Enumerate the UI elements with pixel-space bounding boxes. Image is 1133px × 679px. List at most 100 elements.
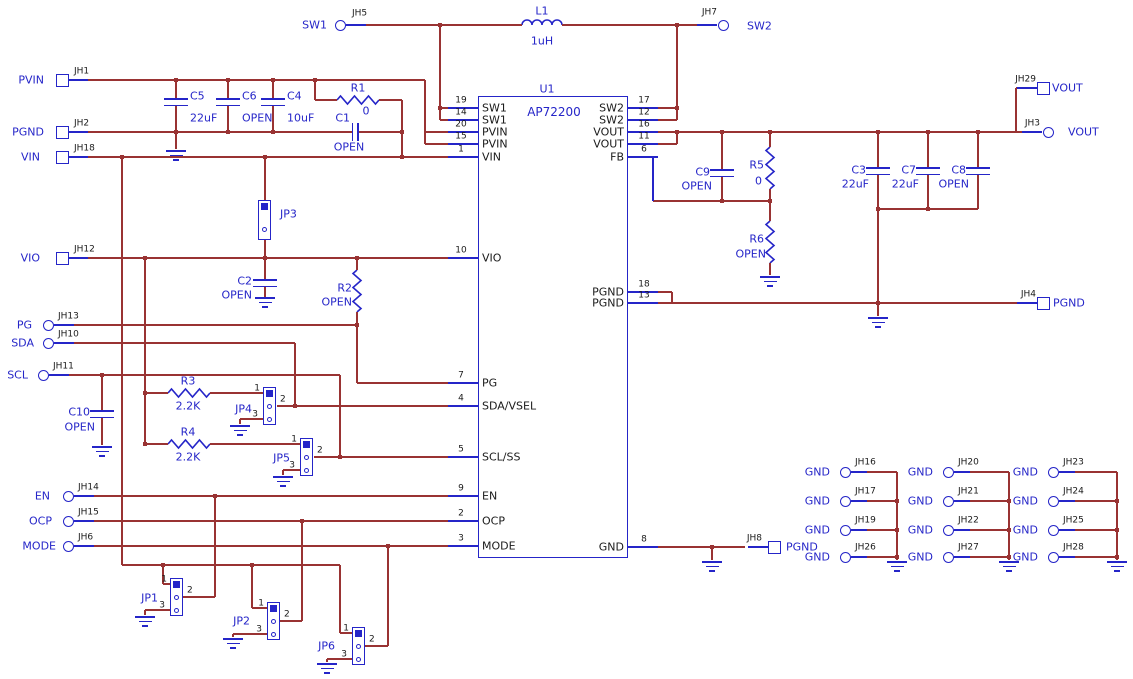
ground-icon <box>890 565 904 568</box>
inductor-L1[interactable] <box>521 19 563 26</box>
jumper-pin <box>174 594 179 600</box>
header-JH15[interactable] <box>62 515 74 527</box>
capacitor-C2[interactable] <box>253 285 277 288</box>
junction-dot <box>675 130 679 134</box>
wire <box>339 375 341 457</box>
header-JH3[interactable] <box>1042 126 1054 138</box>
wire <box>366 24 522 26</box>
ground-icon <box>255 297 275 299</box>
jumper-pin1 <box>173 581 180 588</box>
wire <box>145 392 168 394</box>
header-JH13[interactable] <box>42 319 54 331</box>
capacitor-C10[interactable] <box>90 416 114 419</box>
wire <box>101 417 103 445</box>
capacitor-C5[interactable] <box>164 104 188 107</box>
header-JH5[interactable] <box>334 19 346 31</box>
capacitor-C7[interactable] <box>916 173 940 176</box>
header-JH6[interactable] <box>62 540 74 552</box>
wire <box>175 105 177 132</box>
wire <box>1075 500 1117 502</box>
pin-number: 3 <box>458 533 464 544</box>
header-lead <box>851 471 869 473</box>
junction-dot <box>1115 555 1119 559</box>
wire <box>264 286 266 297</box>
header-JH17[interactable] <box>839 495 851 507</box>
capacitor-C1[interactable] <box>351 123 354 141</box>
jumper-pin <box>356 643 361 649</box>
capacitor-C8[interactable] <box>966 167 990 169</box>
header-JH10[interactable] <box>42 337 54 349</box>
header-JH16[interactable] <box>839 466 851 478</box>
header-JH27[interactable] <box>942 551 954 563</box>
header-JH11[interactable] <box>37 369 49 381</box>
capacitor-C4[interactable] <box>261 98 285 100</box>
header-JH14[interactable] <box>62 490 74 502</box>
pin-number: 13 <box>638 290 650 301</box>
capacitor-C8[interactable] <box>966 173 990 176</box>
capacitor-C5[interactable] <box>164 98 188 100</box>
net-label-JH29: VOUT <box>1052 81 1083 95</box>
resistor-R2[interactable] <box>351 269 363 313</box>
capacitor-C10[interactable] <box>90 410 114 412</box>
ground-icon <box>324 672 330 674</box>
header-JH26[interactable] <box>839 551 851 563</box>
header-JH29[interactable] <box>1036 81 1050 95</box>
wire <box>356 325 358 383</box>
pin-stub <box>448 456 478 458</box>
header-lead <box>68 79 88 81</box>
header-JH1[interactable] <box>55 73 69 87</box>
jumper-pin <box>304 467 309 473</box>
resistor-R3[interactable] <box>167 387 211 399</box>
pin-number: 11 <box>638 131 650 142</box>
header-id-JH7: JH7 <box>701 7 717 18</box>
pin-number: 6 <box>641 144 647 155</box>
jumper-pin-num: 1 <box>343 623 349 634</box>
capacitor-C9[interactable] <box>710 175 734 178</box>
junction-dot <box>271 130 275 134</box>
capacitor-C3[interactable] <box>866 173 890 176</box>
header-JH24[interactable] <box>1047 495 1059 507</box>
capacitor-C2[interactable] <box>253 279 277 281</box>
jumper-JP3[interactable] <box>258 200 271 240</box>
junction-dot <box>263 155 267 159</box>
wire <box>92 520 450 522</box>
header-JH7[interactable] <box>717 19 729 31</box>
header-JH18[interactable] <box>55 150 69 164</box>
header-JH23[interactable] <box>1047 466 1059 478</box>
resistor-R5[interactable] <box>764 146 776 190</box>
pin-number: 10 <box>455 245 467 256</box>
cap-ref: C8 <box>951 163 966 177</box>
wire <box>356 312 358 325</box>
header-JH2[interactable] <box>55 125 69 139</box>
resistor-R4[interactable] <box>167 438 211 450</box>
capacitor-C6[interactable] <box>216 98 240 100</box>
header-JH25[interactable] <box>1047 524 1059 536</box>
net-label-JH15: OCP <box>29 514 52 528</box>
header-JH22[interactable] <box>942 524 954 536</box>
header-id-JH18: JH18 <box>74 143 95 154</box>
capacitor-C6[interactable] <box>216 104 240 107</box>
header-JH19[interactable] <box>839 524 851 536</box>
capacitor-C7[interactable] <box>916 167 940 169</box>
wire <box>676 25 678 120</box>
ground-icon <box>1002 565 1016 568</box>
resistor-R6[interactable] <box>764 220 776 264</box>
capacitor-C1[interactable] <box>357 123 359 141</box>
header-JH28[interactable] <box>1047 551 1059 563</box>
cap-value: 22uF <box>891 177 919 191</box>
header-JH4[interactable] <box>1036 296 1050 310</box>
header-JH20[interactable] <box>942 466 954 478</box>
wire <box>977 175 979 209</box>
inductor-ref: L1 <box>535 4 549 18</box>
capacitor-C4[interactable] <box>261 104 285 107</box>
header-JH12[interactable] <box>55 251 69 265</box>
capacitor-C3[interactable] <box>866 167 890 169</box>
capacitor-C9[interactable] <box>710 169 734 171</box>
header-JH8[interactable] <box>767 540 781 554</box>
ic-U1[interactable] <box>478 96 628 558</box>
resistor-R1[interactable] <box>336 94 380 106</box>
header-lead <box>1022 131 1042 133</box>
junction-dot <box>226 78 230 82</box>
header-JH21[interactable] <box>942 495 954 507</box>
